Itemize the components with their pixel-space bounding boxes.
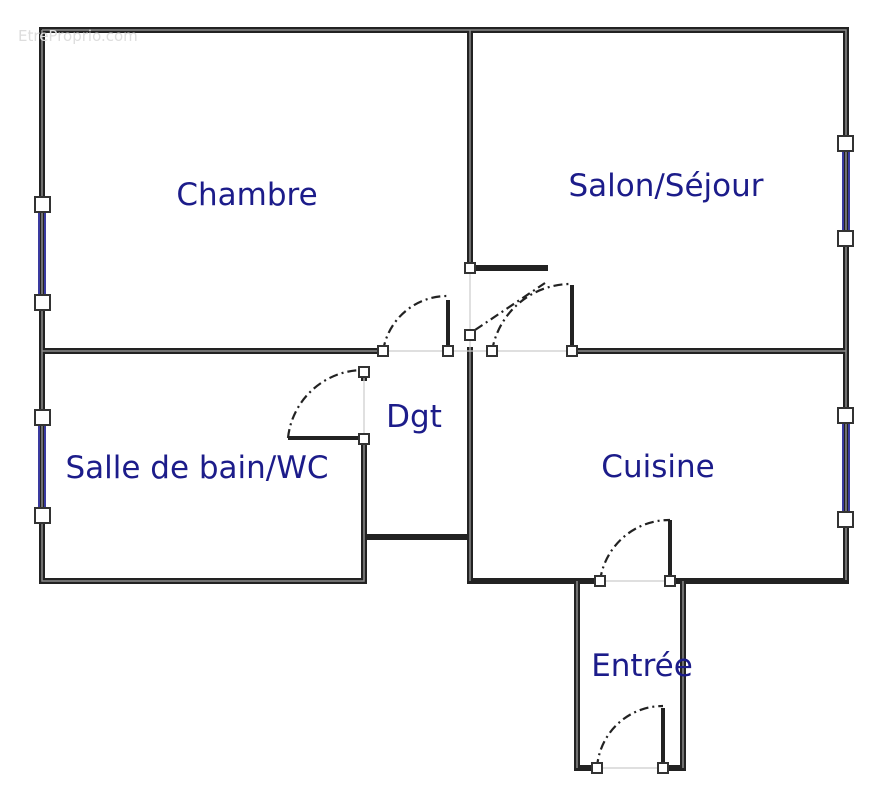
- room-label-entree: Entrée: [591, 648, 693, 684]
- room-label-chambre: Chambre: [176, 177, 317, 213]
- room-label-dgt: Dgt: [386, 399, 442, 435]
- room-label-cuisine: Cuisine: [601, 449, 714, 485]
- room-label-salle-de-bain: Salle de bain/WC: [65, 450, 328, 486]
- room-label-salon: Salon/Séjour: [568, 168, 763, 204]
- windows: [34, 135, 854, 528]
- walls: [39, 27, 849, 771]
- watermark: EtreProprio.com: [18, 27, 138, 45]
- doors: [286, 262, 676, 774]
